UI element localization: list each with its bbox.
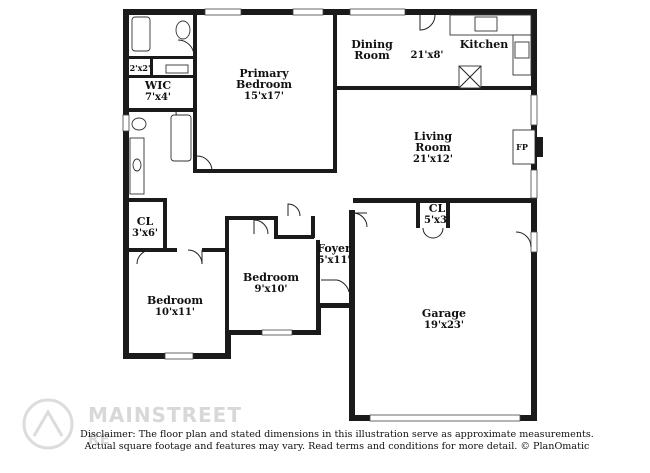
closet-right-label: CL	[429, 202, 446, 215]
bathtub-icon	[131, 16, 151, 52]
wic-dim: 7'x4'	[145, 92, 171, 103]
interior-walls	[127, 13, 531, 334]
water-heater-icon	[165, 64, 189, 74]
bedroom-left-dim: 10'x11'	[155, 307, 195, 318]
foyer-dim: 5'x11'	[318, 255, 351, 266]
primary-bedroom-label-line1: Primary	[239, 67, 289, 80]
disclaimer-line1: Disclaimer: The floor plan and stated di…	[80, 429, 594, 440]
windows	[122, 8, 538, 422]
fixtures	[129, 14, 543, 195]
small-closet-dim: 2'x2'	[130, 63, 151, 73]
doors	[136, 14, 532, 293]
fireplace-label: FP	[516, 142, 528, 152]
kitchen-label: Kitchen	[460, 38, 509, 51]
dining-kitchen-dim: 21'x8'	[411, 50, 444, 61]
watermark-subtext: RE	[88, 432, 110, 448]
room-labels: Kitchen Dining Room 21'x8' Primary Bedro…	[130, 38, 528, 331]
dining-label-line2: Room	[354, 49, 390, 62]
stove-icon	[514, 41, 530, 59]
foyer-label: Foyer	[317, 242, 351, 255]
wic-label: WIC	[144, 79, 171, 92]
disclaimer: Disclaimer: The floor plan and stated di…	[80, 429, 594, 452]
watermark-logo-icon	[22, 398, 74, 450]
primary-toilet-icon	[131, 117, 147, 131]
watermark-text: MAINSTREET	[88, 403, 242, 427]
primary-tub-icon	[170, 114, 192, 162]
living-room-label-line2: Room	[415, 141, 451, 154]
primary-bedroom-dim: 15'x17'	[244, 91, 284, 102]
bedroom-mid-dim: 9'x10'	[255, 284, 288, 295]
garage-label: Garage	[422, 307, 466, 320]
closet-left-dim: 3'x6'	[132, 228, 158, 239]
living-room-label-line1: Living	[414, 130, 452, 143]
bedroom-left-label: Bedroom	[147, 294, 203, 307]
watermark: MAINSTREET RE	[22, 398, 242, 450]
dining-label-line1: Dining	[351, 38, 393, 51]
kitchen-sink-icon	[474, 16, 498, 32]
closet-left-label: CL	[137, 215, 154, 228]
primary-bedroom-label-line2: Bedroom	[236, 78, 292, 91]
closet-right-dim: 5'x3'	[424, 215, 450, 226]
living-room-dim: 21'x12'	[413, 154, 453, 165]
disclaimer-line2: Actual square footage and features may v…	[84, 441, 590, 452]
garage-dim: 19'x23'	[424, 320, 464, 331]
toilet-icon	[175, 20, 191, 40]
bedroom-mid-label: Bedroom	[243, 271, 299, 284]
